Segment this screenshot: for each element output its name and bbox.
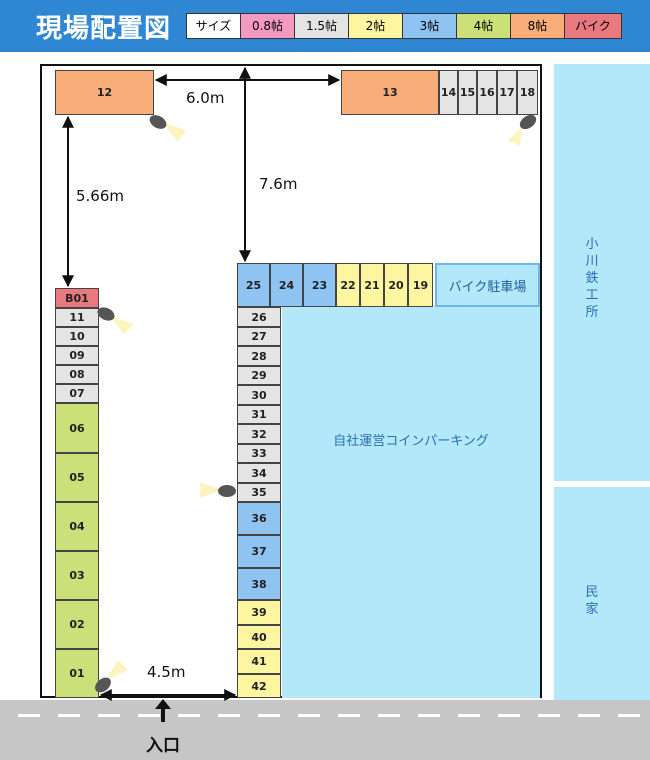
space-34[interactable]: 34 xyxy=(237,463,281,483)
space-07[interactable]: 07 xyxy=(55,384,99,403)
space-25[interactable]: 25 xyxy=(237,263,270,307)
light-icon xyxy=(95,660,128,693)
road-dash xyxy=(418,714,440,717)
space-26[interactable]: 26 xyxy=(237,307,281,327)
size-legend: サイズ 0.8帖 1.5帖 2帖 3帖 4帖 8帖 バイク xyxy=(186,13,622,39)
space-12[interactable]: 12 xyxy=(55,70,154,115)
legend-item-3: 3帖 xyxy=(402,14,456,38)
road-dash xyxy=(258,714,280,717)
space-30[interactable]: 30 xyxy=(237,385,281,405)
legend-item-2: 2帖 xyxy=(348,14,402,38)
bike-parking-label: バイク駐車場 xyxy=(435,263,540,307)
road-dash xyxy=(18,714,40,717)
space-19[interactable]: 19 xyxy=(408,263,433,307)
center-vertical-dimension: 7.6m xyxy=(259,175,298,193)
road-dash xyxy=(218,714,240,717)
neighbor-factory-label: 小川鉄工所 xyxy=(585,237,599,320)
road-dash xyxy=(298,714,320,717)
coin-parking-area xyxy=(282,306,540,698)
space-22[interactable]: 22 xyxy=(336,263,360,307)
legend-item-8: 8帖 xyxy=(510,14,564,38)
page-title: 現場配置図 xyxy=(36,14,172,44)
bottom-gap-dimension: 4.5m xyxy=(147,663,186,681)
space-20[interactable]: 20 xyxy=(384,263,408,307)
space-33[interactable]: 33 xyxy=(237,444,281,463)
space-24[interactable]: 24 xyxy=(270,263,303,307)
space-11[interactable]: 11 xyxy=(55,308,99,327)
top-gap-dimension: 6.0m xyxy=(186,89,225,107)
road-dash xyxy=(498,714,520,717)
space-03[interactable]: 03 xyxy=(55,551,99,600)
neighbor-house-area xyxy=(554,487,650,700)
entrance-label: 入口 xyxy=(146,736,180,756)
space-18[interactable]: 18 xyxy=(517,70,538,115)
legend-item-1-5: 1.5帖 xyxy=(294,14,348,38)
space-27[interactable]: 27 xyxy=(237,327,281,346)
entrance-arrow-head xyxy=(155,699,171,709)
light-icon xyxy=(508,114,537,146)
space-16[interactable]: 16 xyxy=(477,70,497,115)
space-37[interactable]: 37 xyxy=(237,535,281,568)
space-02[interactable]: 02 xyxy=(55,600,99,649)
road-dash xyxy=(58,714,80,717)
space-17[interactable]: 17 xyxy=(497,70,517,115)
road-dash xyxy=(458,714,480,717)
legend-item-size: サイズ xyxy=(187,14,240,38)
space-29[interactable]: 29 xyxy=(237,366,281,385)
space-13[interactable]: 13 xyxy=(341,70,439,115)
legend-item-0-8: 0.8帖 xyxy=(240,14,294,38)
road-dash xyxy=(338,714,360,717)
light-icon xyxy=(149,115,186,142)
space-01[interactable]: 01 xyxy=(55,649,99,698)
space-06[interactable]: 06 xyxy=(55,403,99,453)
neighbor-factory-area xyxy=(554,64,650,481)
space-09[interactable]: 09 xyxy=(55,346,99,365)
space-04[interactable]: 04 xyxy=(55,502,99,551)
light-icon xyxy=(200,482,236,498)
road-dash xyxy=(378,714,400,717)
road xyxy=(0,700,650,760)
legend-item-bike: バイク xyxy=(564,14,621,38)
space-38[interactable]: 38 xyxy=(237,568,281,600)
coin-parking-label: 自社運営コインパーキング xyxy=(333,434,489,449)
space-21[interactable]: 21 xyxy=(360,263,384,307)
space-35[interactable]: 35 xyxy=(237,483,281,502)
neighbor-house-label: 民家 xyxy=(585,585,599,617)
road-dash xyxy=(98,714,120,717)
space-08[interactable]: 08 xyxy=(55,365,99,384)
left-vertical-dimension: 5.66m xyxy=(76,187,125,205)
space-05[interactable]: 05 xyxy=(55,453,99,502)
space-28[interactable]: 28 xyxy=(237,346,281,366)
space-41[interactable]: 41 xyxy=(237,649,281,674)
space-32[interactable]: 32 xyxy=(237,424,281,444)
space-42[interactable]: 42 xyxy=(237,674,281,698)
road-dash xyxy=(538,714,560,717)
space-39[interactable]: 39 xyxy=(237,600,281,625)
space-31[interactable]: 31 xyxy=(237,405,281,424)
road-dash xyxy=(138,714,160,717)
space-40[interactable]: 40 xyxy=(237,625,281,649)
space-36[interactable]: 36 xyxy=(237,502,281,535)
space-15[interactable]: 15 xyxy=(458,70,477,115)
road-dash xyxy=(618,714,640,717)
space-23[interactable]: 23 xyxy=(303,263,336,307)
road-dash xyxy=(578,714,600,717)
header-bar: 現場配置図 サイズ 0.8帖 1.5帖 2帖 3帖 4帖 8帖 バイク xyxy=(0,0,650,52)
space-b01[interactable]: B01 xyxy=(55,288,99,308)
legend-item-4: 4帖 xyxy=(456,14,510,38)
road-dash xyxy=(178,714,200,717)
space-10[interactable]: 10 xyxy=(55,327,99,346)
light-icon xyxy=(97,307,134,334)
space-14[interactable]: 14 xyxy=(439,70,458,115)
